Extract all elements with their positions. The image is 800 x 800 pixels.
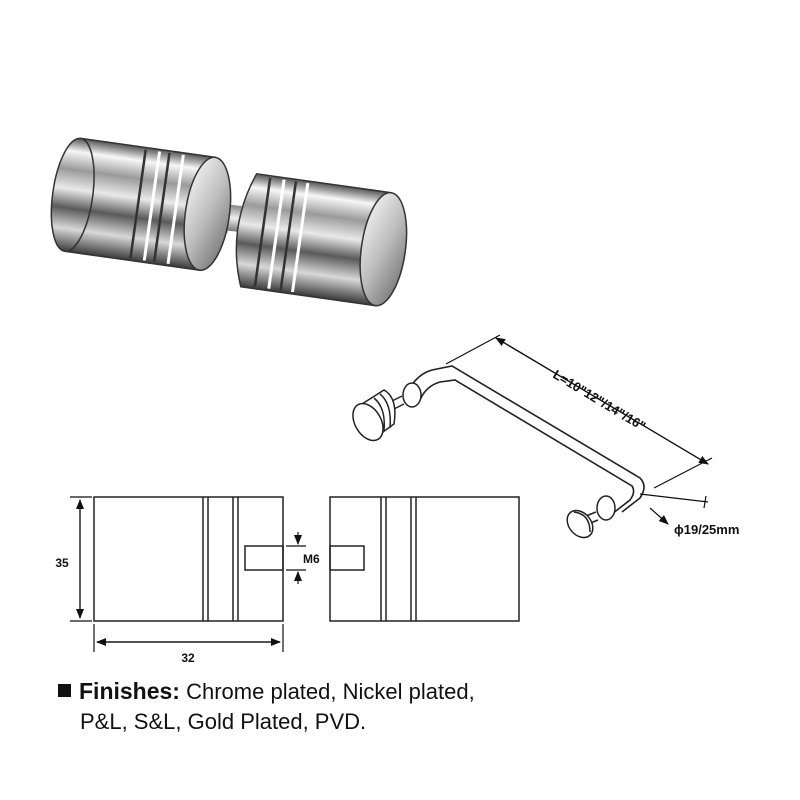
thread-dimension [286,532,306,584]
height-dimension [70,496,92,622]
knob-side-view-right [329,496,520,622]
handle-left-knob [352,389,396,442]
right-knob [235,172,408,307]
length-dimension [445,334,713,489]
width-dimension [93,624,284,652]
length-label: L=10"12"/14"/16" [550,367,648,434]
finishes-text-1: Chrome plated, Nickel plated, [186,679,475,704]
handle-right-knob [566,509,594,539]
thread-label: M6 [303,552,320,566]
finishes-label: Finishes: [79,678,180,704]
finishes-block: Finishes: Chrome plated, Nickel plated, … [58,676,778,737]
bullet-square-icon [58,684,71,697]
height-label: 35 [55,556,69,570]
left-knob [50,137,232,272]
diameter-dimension [639,493,709,525]
finishes-line-2: P&L, S&L, Gold Plated, PVD. [58,707,778,737]
pull-handle-drawing [352,365,645,539]
finishes-text-2: P&L, S&L, Gold Plated, PVD. [80,709,367,734]
width-label: 32 [181,651,195,665]
diameter-label: ϕ19/25mm [674,522,739,537]
finishes-line-1: Finishes: Chrome plated, Nickel plated, [58,676,778,707]
knob-side-view-left [93,496,284,622]
double-knob-photo [50,137,408,307]
